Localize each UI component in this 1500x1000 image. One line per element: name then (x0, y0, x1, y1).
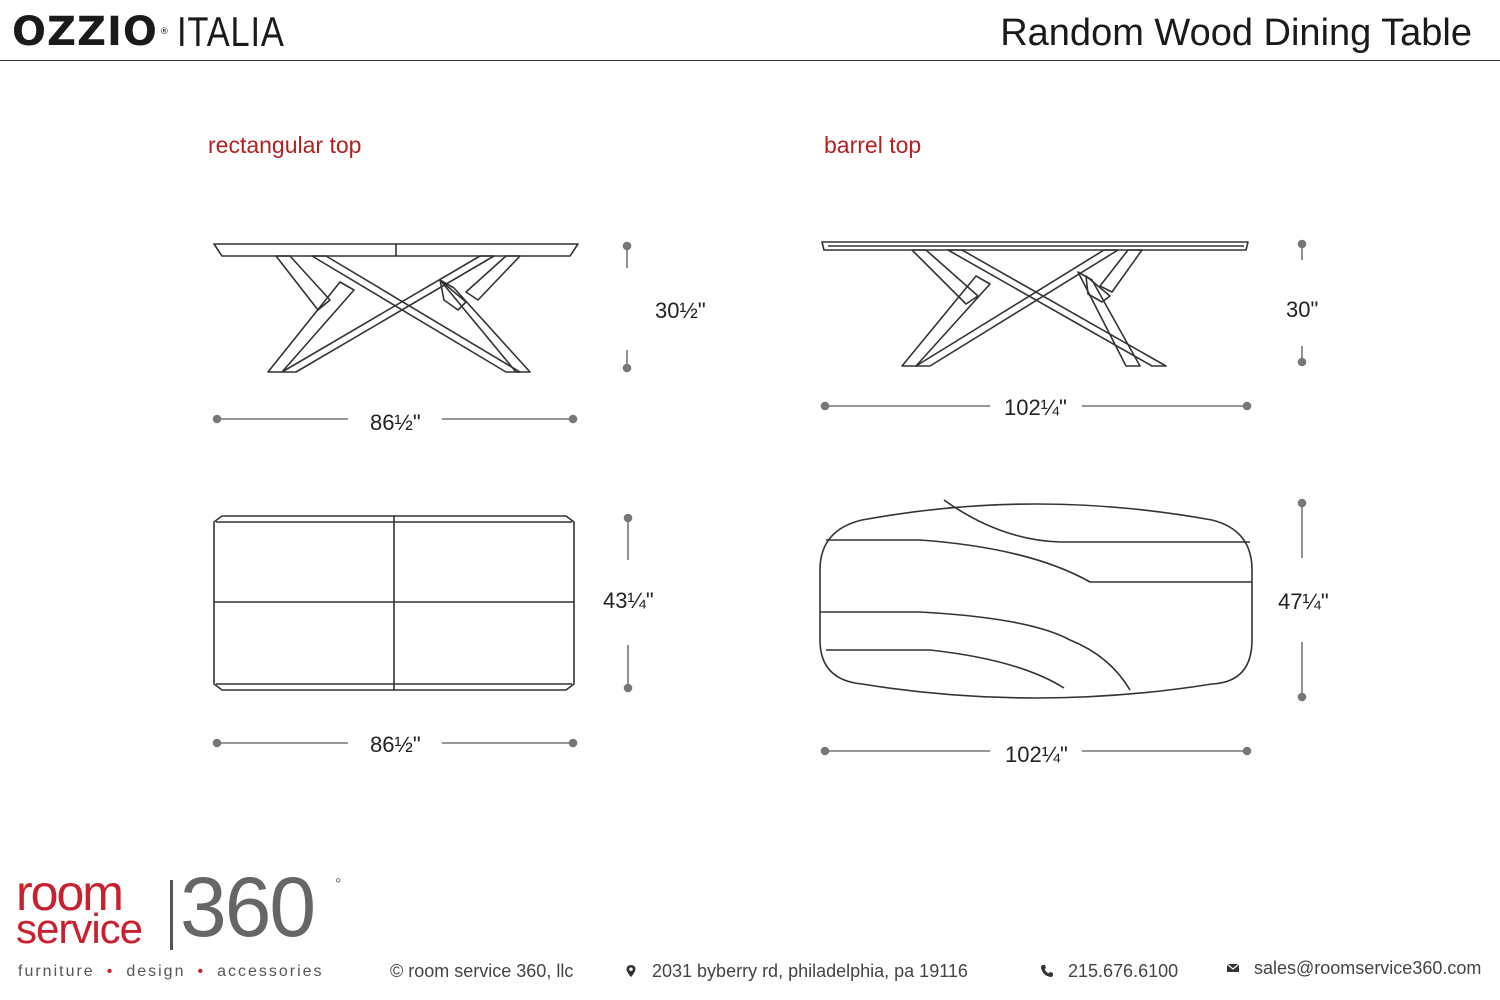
tagline-accessories: accessories (217, 963, 324, 980)
header-divider (0, 60, 1500, 61)
rect-height-label: 30½" (655, 298, 706, 323)
envelope-icon (1226, 963, 1240, 972)
logo-service-text: service (16, 905, 143, 952)
rect-top-depth-dimension (623, 513, 633, 693)
rect-depth-label: 43¼" (603, 588, 654, 613)
barrel-section-label: barrel top (824, 132, 922, 158)
address-text: 2031 byberry rd, philadelphia, pa 19116 (652, 961, 968, 981)
barrel-top-view (819, 499, 1253, 699)
address: 2031 byberry rd, philadelphia, pa 19116 (624, 961, 968, 982)
rectangular-section-label: rectangular top (208, 132, 362, 158)
barrel-top-width-dimension (820, 746, 1252, 756)
email: sales@roomservice360.com (1226, 958, 1481, 979)
logo-360-text: 360 (180, 860, 316, 954)
barrel-side-width-dimension (820, 401, 1252, 411)
rectangular-side-view (213, 243, 579, 373)
map-pin-icon (626, 965, 636, 977)
brand-logo: OZZIO ® ITALIA (12, 6, 308, 58)
rect-side-height-dimension (622, 241, 632, 373)
rectangular-top-view (213, 515, 575, 691)
tagline-furniture: furniture (18, 963, 95, 980)
brand-subname: ITALIA (176, 8, 285, 55)
barrel-height-label: 30" (1286, 297, 1319, 322)
tagline: furniture•design•accessories (18, 963, 324, 980)
barrel-top-width-label: 102¼" (1005, 742, 1068, 767)
barrel-top-depth-dimension (1297, 498, 1307, 702)
barrel-side-view (821, 241, 1249, 367)
barrel-side-width-label: 102¼" (1004, 395, 1067, 420)
logo-degree: ° (335, 876, 342, 893)
email-link[interactable]: sales@roomservice360.com (1254, 958, 1482, 978)
rect-top-width-dimension (212, 738, 578, 748)
brand-name: OZZIO (12, 9, 158, 55)
copyright: © room service 360, llc (390, 961, 574, 981)
logo-room-text: room (16, 865, 124, 921)
logo-divider (170, 880, 173, 950)
phone-text: 215.676.6100 (1068, 961, 1179, 981)
phone: 215.676.6100 (1040, 961, 1178, 982)
rect-top-width-label: 86½" (370, 732, 421, 757)
barrel-side-height-dimension (1297, 239, 1307, 367)
barrel-depth-label: 47¼" (1278, 589, 1329, 614)
page-title: Random Wood Dining Table (1000, 12, 1472, 54)
rect-side-width-label: 86½" (370, 410, 421, 435)
rect-side-width-dimension (212, 414, 578, 424)
phone-icon (1041, 965, 1053, 977)
registered-mark: ® (159, 27, 169, 37)
tagline-design: design (126, 963, 186, 980)
